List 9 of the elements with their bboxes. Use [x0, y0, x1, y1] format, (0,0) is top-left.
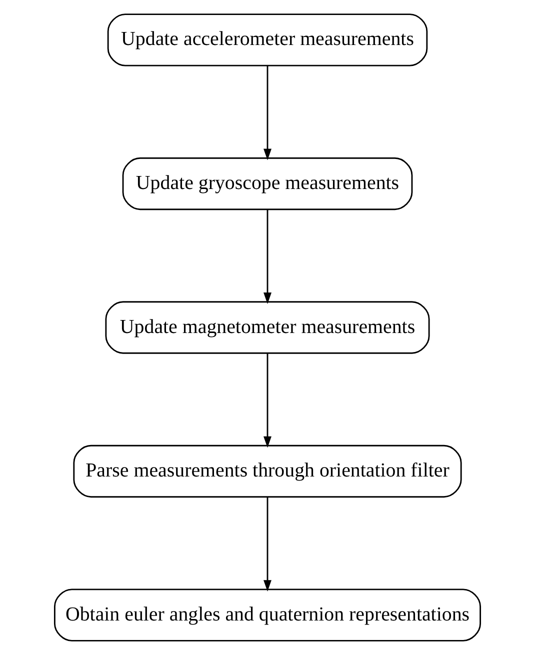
arrow	[264, 210, 272, 304]
node-box: Update accelerometer measurements	[107, 14, 428, 66]
arrow	[264, 353, 272, 448]
arrow	[264, 66, 272, 160]
node-box: Update magnetometer measurements	[105, 301, 430, 354]
arrow	[264, 497, 272, 592]
node-box: Obtain euler angles and quaternion representations	[54, 588, 482, 642]
node-box: Update gryoscope measurements	[122, 157, 413, 210]
node-box: Parse measurements through orientation filter	[73, 444, 462, 498]
